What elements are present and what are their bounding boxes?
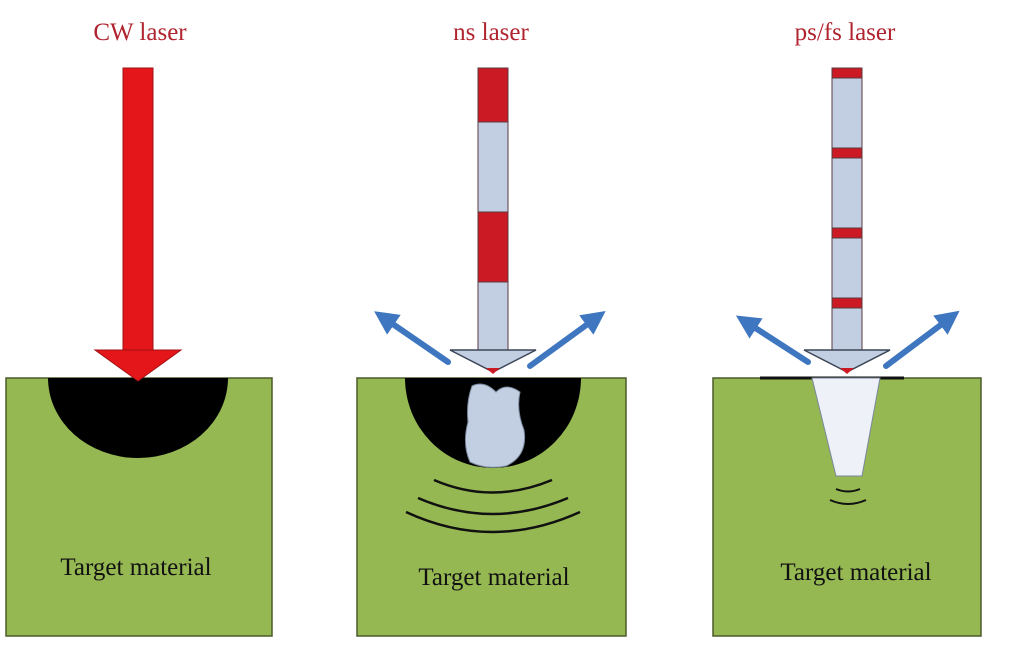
target-label-psfs: Target material — [780, 559, 931, 586]
ns-pulse-2 — [477, 211, 509, 283]
ejecta-arrow-left-psfs — [735, 315, 811, 365]
crater-ns — [464, 383, 526, 468]
ns-laser-beam — [449, 67, 537, 374]
ns-gap-2 — [477, 281, 509, 351]
panel-psfs: ps/fs laser Target material — [712, 19, 982, 637]
panel-cw: CW laser Target material — [5, 19, 273, 637]
shockwaves-psfs — [829, 488, 867, 505]
melt-pool-cw — [48, 378, 228, 458]
ejecta-arrow-left-ns — [374, 311, 451, 365]
panel-cw-title: CW laser — [93, 19, 187, 46]
ejecta-arrows-psfs — [735, 310, 960, 369]
panel-psfs-title: ps/fs laser — [795, 19, 896, 46]
target-label-ns: Target material — [418, 564, 569, 591]
shockwaves-ns — [405, 478, 581, 534]
crater-psfs — [811, 377, 881, 477]
psfs-laser-beam — [803, 67, 891, 374]
ns-gap-1 — [477, 121, 509, 213]
panel-ns: ns laser Target material — [356, 19, 627, 637]
ejecta-arrow-right-ns — [527, 310, 606, 369]
ejecta-arrow-right-psfs — [883, 310, 960, 369]
ejecta-arrows-ns — [374, 310, 606, 369]
ns-pulse-1 — [477, 67, 509, 123]
cw-laser-beam — [93, 67, 183, 382]
panel-ns-title: ns laser — [453, 19, 529, 46]
target-label-cw: Target material — [60, 554, 211, 581]
